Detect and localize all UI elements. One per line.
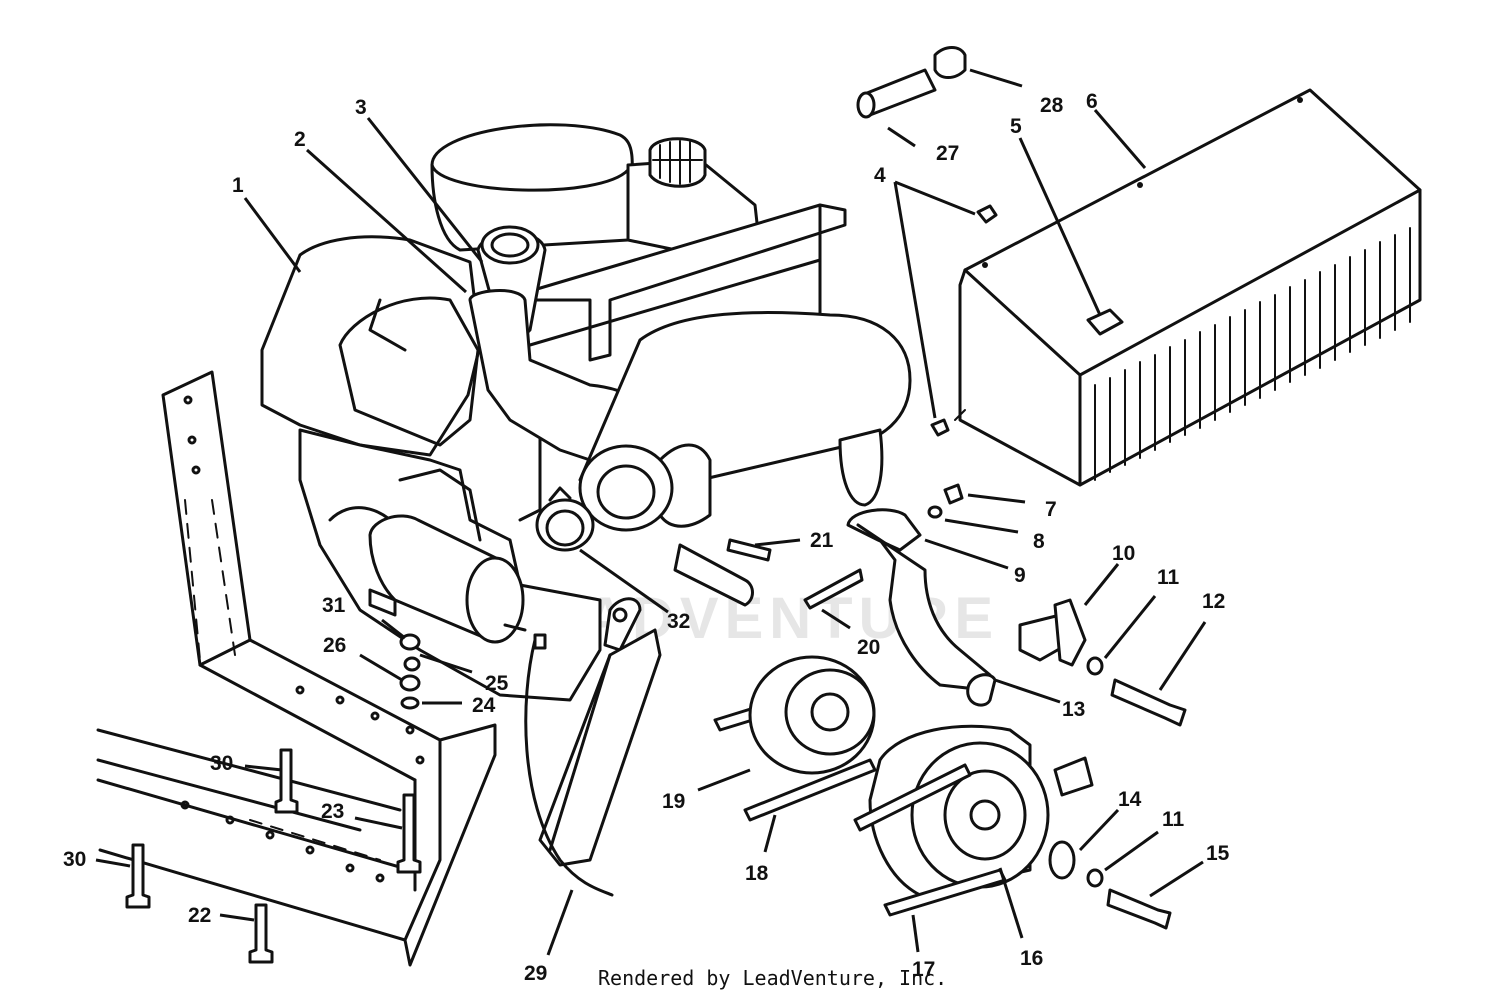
chute-tube-parts [846,483,1087,707]
clutch-16 [853,724,1094,917]
callout-31: 31 [322,594,346,617]
callout-4: 4 [874,164,886,187]
callout-27: 27 [936,142,959,165]
callout-28: 28 [1040,94,1064,117]
nut-31 [399,633,421,651]
callout-11-top: 11 [1157,566,1180,589]
roller-32 [673,543,754,607]
bolt-12 [1110,678,1187,727]
key-21 [726,538,772,562]
callout-6: 6 [1086,90,1098,113]
bolt-30-top [274,748,299,814]
callout-29: 29 [524,962,547,985]
washer-25 [403,656,421,672]
air-shroud [954,88,1422,487]
callout-25: 25 [485,672,509,695]
callout-21: 21 [810,529,834,552]
callout-12: 12 [1202,590,1225,613]
callout-10: 10 [1112,542,1135,565]
leader-lines [95,68,1207,956]
screw-bottom [930,418,950,437]
callout-23: 23 [321,800,344,823]
callout-1: 1 [232,174,244,197]
callout-18: 18 [745,862,769,885]
callout-14: 14 [1118,788,1142,811]
callout-26: 26 [323,634,346,657]
bolt-22 [248,903,274,964]
washer-11b [1086,868,1104,888]
fitting-parts [856,46,967,119]
callout-17: 17 [912,958,935,981]
callout-13: 13 [1062,698,1085,721]
bolt-23 [396,793,422,874]
right-mount-bracket [524,628,662,897]
callout-9: 9 [1014,564,1026,587]
callout-11-bottom: 11 [1162,808,1185,831]
callout-32: 32 [667,610,690,633]
callout-7: 7 [1045,498,1057,521]
callout-16: 16 [1020,947,1043,970]
bolt-15 [1106,888,1172,930]
callout-24: 24 [472,694,496,717]
washer-11a [1086,656,1104,676]
engine-assembly [260,123,912,702]
callout-labels: 1 2 3 4 5 6 7 8 9 10 11 11 12 13 14 15 1… [63,90,1230,985]
nut-26 [399,674,421,692]
screw-top [976,204,998,224]
callout-22: 22 [188,904,211,927]
callout-20: 20 [857,636,880,659]
callout-3: 3 [355,96,367,119]
bolt-20 [803,568,864,610]
washer-14 [1048,840,1076,880]
callout-2: 2 [294,128,306,151]
deck-rail [96,685,497,967]
callout-15: 15 [1206,842,1230,865]
left-mount-bracket [161,370,442,782]
callout-30-left: 30 [63,848,86,871]
footer-credit: Rendered by LeadVenture, Inc. [598,966,948,990]
callout-19: 19 [662,790,685,813]
callout-5: 5 [1010,115,1022,138]
bolt-30-left [125,843,151,909]
washer-24 [400,696,420,710]
pulley-19 [713,655,877,822]
callout-30-top: 30 [210,752,233,775]
callout-8: 8 [1033,530,1045,553]
